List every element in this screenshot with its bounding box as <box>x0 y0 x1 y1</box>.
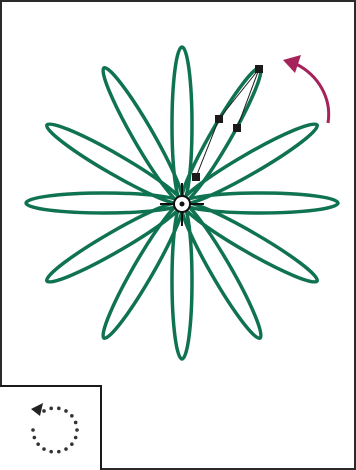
rotate-tool-dot <box>33 436 37 440</box>
rotate-tool-icon[interactable] <box>0 387 100 470</box>
rotate-tool-dot <box>36 442 40 446</box>
rotate-tool-dot <box>64 409 68 413</box>
selected-petal-path <box>196 69 259 177</box>
curved-arrow-icon <box>283 55 329 123</box>
rotate-tool-dot <box>70 442 74 446</box>
rotate-tool-dot <box>31 428 35 432</box>
rotate-tool-dot <box>74 421 78 425</box>
rotate-tool-dot <box>74 436 78 440</box>
rotate-tool-dot <box>64 447 68 451</box>
rotate-tool-dot <box>42 447 46 451</box>
anchor-handle-top[interactable] <box>255 65 263 73</box>
anchor-handle-right[interactable] <box>233 124 241 132</box>
rotate-tool-dot <box>70 414 74 418</box>
rotate-tool-arrowhead <box>31 403 43 416</box>
rotate-tool-dot <box>75 428 79 432</box>
tool-panel <box>0 385 102 470</box>
anchor-handle-left[interactable] <box>215 115 223 123</box>
rotate-tool-dot <box>57 407 61 411</box>
anchor-handle-base[interactable] <box>192 173 200 181</box>
rotate-tool-dot <box>57 450 61 454</box>
rotate-tool-dot <box>49 407 53 411</box>
rotate-tool-dot <box>49 450 53 454</box>
rotate-tool-dot <box>42 409 46 413</box>
